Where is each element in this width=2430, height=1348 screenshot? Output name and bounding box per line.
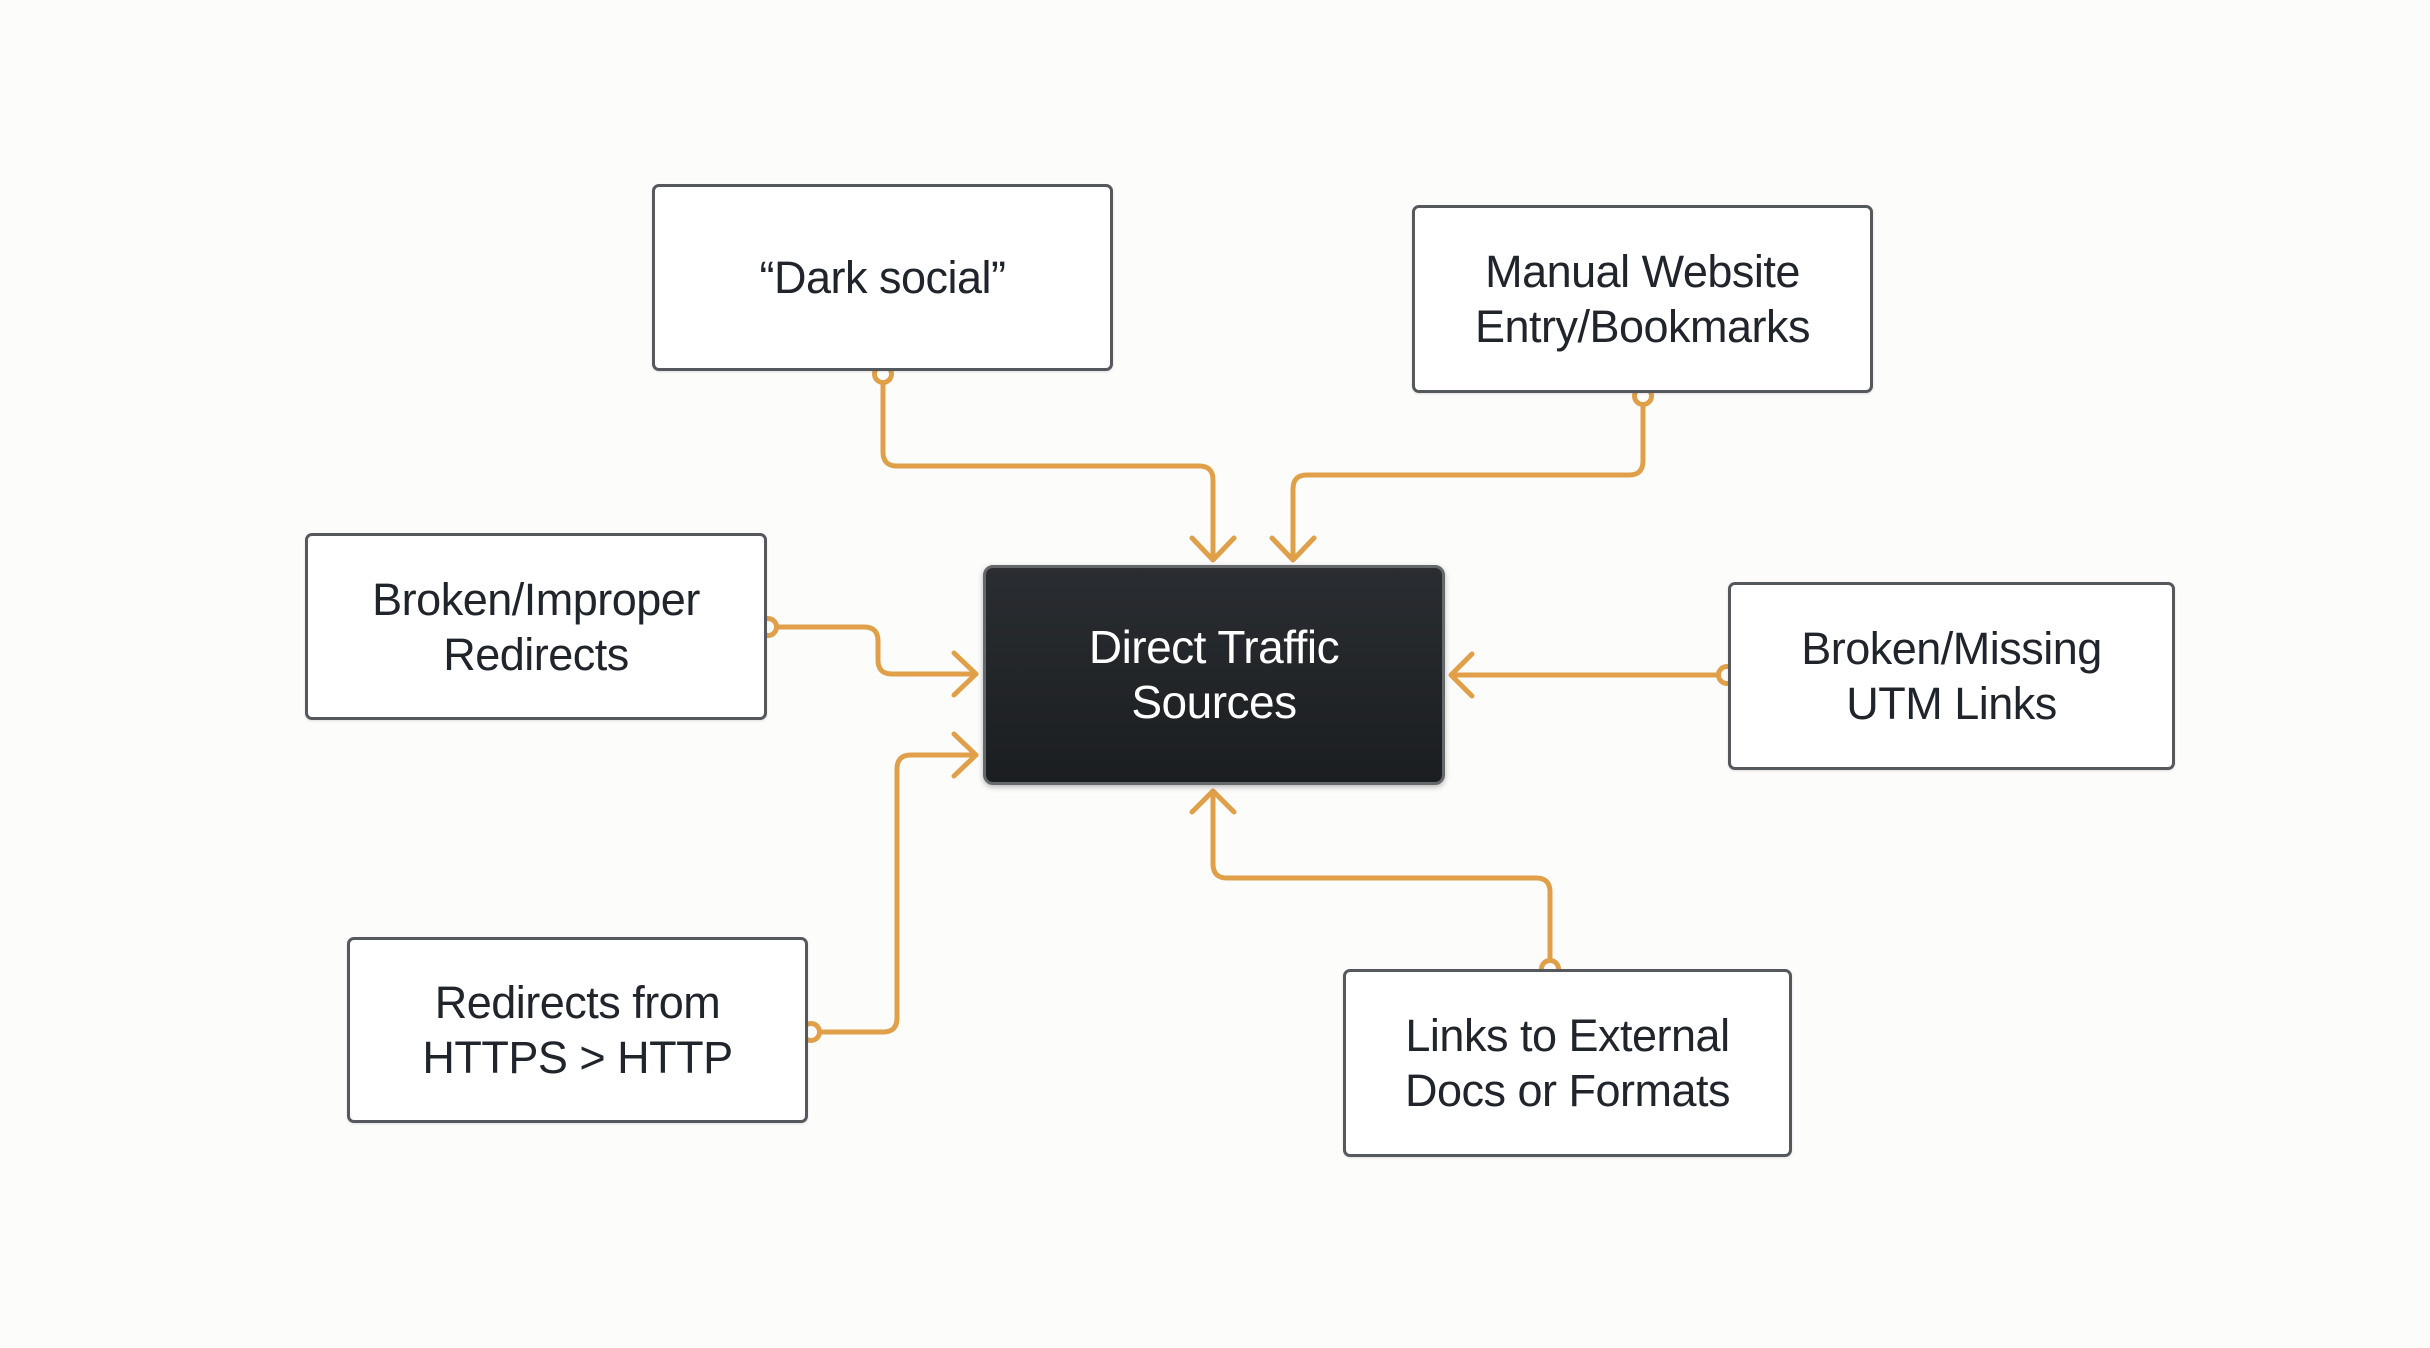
node-label-line: Entry/Bookmarks	[1474, 301, 1811, 352]
node-label-line: Broken/Missing	[1801, 623, 2102, 674]
node-label: “Dark social”	[759, 252, 1006, 303]
connector-line	[880, 382, 1216, 562]
connector-https-redirects-to-center	[800, 731, 979, 1043]
node-label-line: Manual Website	[1485, 246, 1800, 297]
connector-manual-entry-to-center	[1269, 385, 1654, 563]
node-label-line: Broken/Improper	[372, 573, 700, 625]
arrowhead-down-icon	[1269, 535, 1317, 563]
node-broken-missing-utm-links: Broken/Missing UTM Links	[1728, 582, 2175, 770]
node-label-line: Links to External	[1405, 1010, 1730, 1061]
arrowhead-left-icon	[1448, 651, 1475, 699]
node-label-line: Docs or Formats	[1404, 1065, 1731, 1116]
node-label-line: Sources	[1131, 676, 1297, 728]
connector-line	[1290, 404, 1646, 562]
node-redirects-https-http: Redirects from HTTPS > HTTP	[347, 937, 808, 1123]
node-links-external-docs: Links to External Docs or Formats	[1343, 969, 1792, 1157]
node-label-line: Redirects from	[434, 977, 721, 1028]
node-dark-social: “Dark social”	[652, 184, 1113, 371]
node-label-line: Direct Traffic	[1088, 621, 1340, 673]
arrowhead-right-icon	[951, 731, 979, 779]
node-broken-improper-redirects: Broken/Improper Redirects	[305, 533, 767, 720]
connector-external-docs-to-center	[1189, 788, 1561, 980]
connector-broken-redirects-to-center	[757, 616, 979, 698]
node-direct-traffic-sources: Direct Traffic Sources	[983, 565, 1445, 785]
arrowhead-up-icon	[1189, 788, 1237, 815]
connector-dark-social-to-center	[872, 363, 1237, 563]
node-manual-website-entry: Manual Website Entry/Bookmarks	[1412, 205, 1873, 393]
node-label-line: Redirects	[443, 628, 629, 680]
node-label-line: HTTPS > HTTP	[422, 1032, 733, 1083]
connector-line	[1210, 789, 1553, 961]
arrowhead-down-icon	[1189, 535, 1237, 563]
node-label-line: UTM Links	[1846, 678, 2057, 729]
arrowhead-right-icon	[951, 650, 979, 698]
connector-utm-links-to-center	[1448, 651, 1738, 699]
connector-line	[819, 752, 978, 1035]
connector-line	[776, 624, 978, 677]
